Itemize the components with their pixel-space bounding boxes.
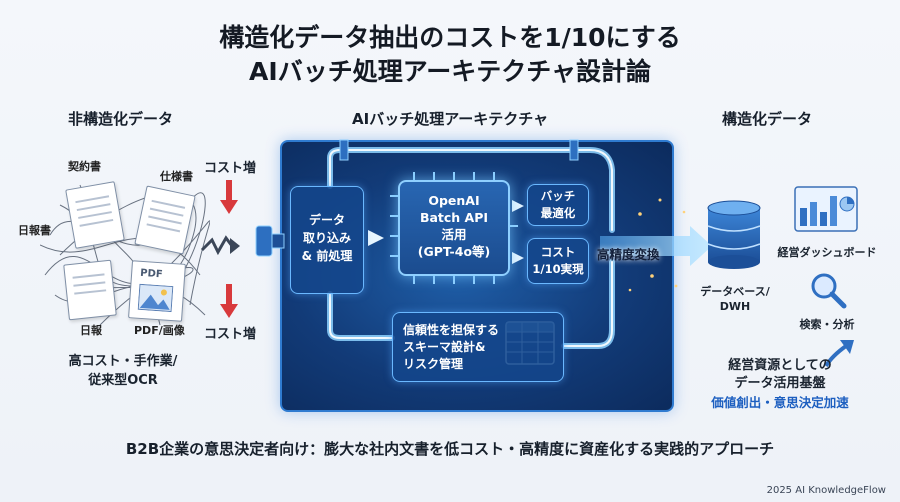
chip-line-3: 活用 — [441, 227, 467, 242]
lightning-arrow-icon — [200, 235, 240, 256]
search-magnifier-icon — [811, 273, 847, 309]
batch-optimization-box: バッチ 最適化 — [527, 184, 589, 226]
ingest-line-2: 取り込み — [302, 231, 351, 245]
image-icon — [137, 283, 174, 313]
dashboard-icon — [794, 186, 858, 232]
left-summary-line-2: 従来型OCR — [88, 373, 158, 388]
chip-line-4: (GPT-4o等) — [417, 244, 491, 259]
red-down-arrow-icon — [220, 284, 238, 318]
label-daily-report: 日報書 — [18, 224, 51, 237]
ingest-line-1: データ — [308, 213, 345, 227]
left-summary: 高コスト・手作業/ 従来型OCR — [48, 352, 198, 390]
title-line-1: 構造化データ抽出のコストを1/10にする — [219, 23, 681, 52]
high-precision-label: 高精度変換 — [597, 247, 660, 262]
label-spec: 仕様書 — [160, 170, 193, 183]
arrow-to-batch-icon — [512, 200, 524, 212]
growth-arrow-icon — [824, 340, 854, 368]
search-analysis-label: 検索・分析 — [799, 318, 855, 331]
database-label: データベース/ DWH — [690, 284, 780, 314]
right-summary-line-2: データ活用基盤 — [734, 376, 826, 391]
cost-line-2: 1/10実現 — [532, 262, 584, 276]
label-daily: 日報 — [80, 324, 102, 337]
ingest-box: データ 取り込み & 前処理 — [290, 186, 364, 294]
left-heading: 非構造化データ — [68, 110, 174, 128]
bottom-caption: B2B企業の意思決定者向け：膨大な社内文書を低コスト・高精度に資産化する実践的ア… — [125, 440, 775, 458]
dashboard-label: 経営ダッシュボード — [777, 246, 877, 259]
batch-line-1: バッチ — [540, 189, 576, 203]
output-beam-arrow-icon — [600, 226, 712, 266]
right-heading: 構造化データ — [722, 110, 813, 128]
schema-line-2: スキーマ設計& — [403, 340, 486, 354]
center-heading: AIバッチ処理アーキテクチャ — [352, 110, 549, 128]
label-contract: 契約書 — [68, 160, 101, 173]
openai-batch-chip: OpenAI Batch API 活用 (GPT-4o等) — [398, 180, 510, 276]
database-icon — [707, 200, 761, 269]
schema-risk-box: 信頼性を担保する スキーマ設計& リスク管理 — [392, 312, 564, 382]
arrow-to-cost-icon — [512, 252, 524, 264]
red-down-arrow-icon — [220, 180, 238, 214]
label-pdf-image: PDF/画像 — [134, 324, 185, 337]
cost-up-bottom: コスト増 — [204, 327, 257, 342]
value-creation-label: 価値創出・意思決定加速 — [711, 395, 849, 410]
cost-up-top: コスト増 — [204, 161, 257, 176]
chip-line-1: OpenAI — [428, 193, 480, 208]
input-connector-icon — [255, 225, 273, 257]
title-line-2: AIバッチ処理アーキテクチャ設計論 — [249, 57, 651, 86]
cost-reduction-box: コスト 1/10実現 — [527, 238, 589, 284]
chip-line-2: Batch API — [419, 210, 489, 225]
right-summary-line-1: 経営資源としての — [728, 358, 832, 373]
left-summary-line-1: 高コスト・手作業/ — [68, 354, 178, 369]
database-label-line-2: DWH — [719, 300, 751, 313]
schema-line-3: リスク管理 — [403, 357, 464, 371]
pdf-image-icon: PDF — [128, 260, 186, 322]
ingest-line-3: & 前処理 — [301, 249, 353, 263]
batch-line-2: 最適化 — [540, 206, 576, 220]
arrow-to-chip-icon — [368, 230, 384, 246]
footer-credit: 2025 AI KnowledgeFlow — [766, 485, 886, 496]
database-label-line-1: データベース/ — [700, 285, 770, 298]
schema-line-1: 信頼性を担保する — [403, 323, 500, 337]
cost-line-1: コスト — [540, 245, 576, 259]
right-summary: 経営資源としての データ活用基盤 — [700, 357, 860, 393]
